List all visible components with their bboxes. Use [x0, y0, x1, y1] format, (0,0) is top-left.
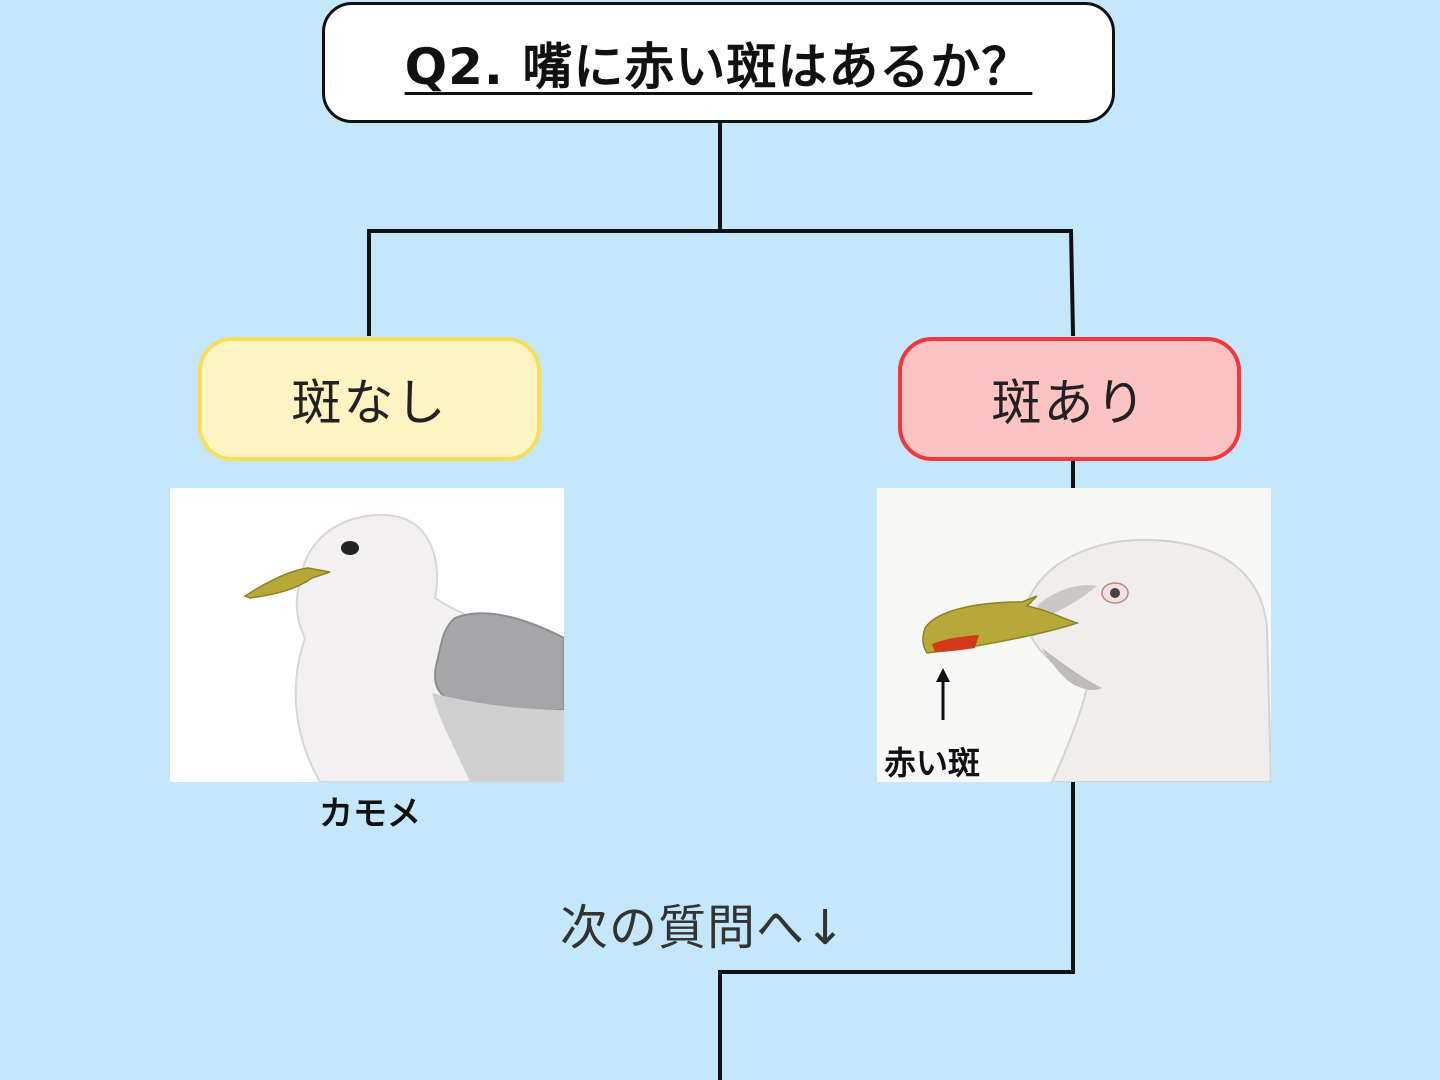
branch-right-line — [1068, 228, 1076, 337]
answer-no-spot-box: 斑なし — [198, 337, 541, 461]
answer-no-spot-label: 斑なし — [291, 374, 448, 432]
answer-has-spot-box: 斑あり — [898, 337, 1241, 461]
gull-neck-shading — [1042, 648, 1102, 691]
gull-wing-shape — [434, 612, 564, 712]
question-box: Q2. 嘴に赤い斑はあるか？ — [322, 2, 1115, 123]
question-text: Q2. 嘴に赤い斑はあるか？ — [404, 37, 1033, 96]
next-question-label: 次の質問へ↓ — [560, 900, 847, 956]
gull-head-shape — [1025, 538, 1271, 782]
red-spot-arrow-head — [936, 668, 950, 682]
red-spot-gull-drawing — [922, 538, 1271, 782]
gull-head-shading — [1037, 585, 1097, 616]
gull-eye — [1110, 588, 1120, 598]
answer-has-spot-label: 斑あり — [991, 374, 1148, 432]
common-gull-drawing — [243, 514, 564, 782]
red-spot-gull-illustration — [877, 488, 1271, 782]
gull-wing-shadow — [432, 693, 564, 782]
common-gull-illustration — [170, 488, 564, 782]
gull-beak — [243, 567, 331, 599]
gull-caption: カモメ — [319, 794, 421, 834]
gull-eye — [341, 541, 359, 555]
red-spot-annotation: 赤い斑 — [884, 744, 981, 782]
red-spot — [932, 635, 979, 652]
